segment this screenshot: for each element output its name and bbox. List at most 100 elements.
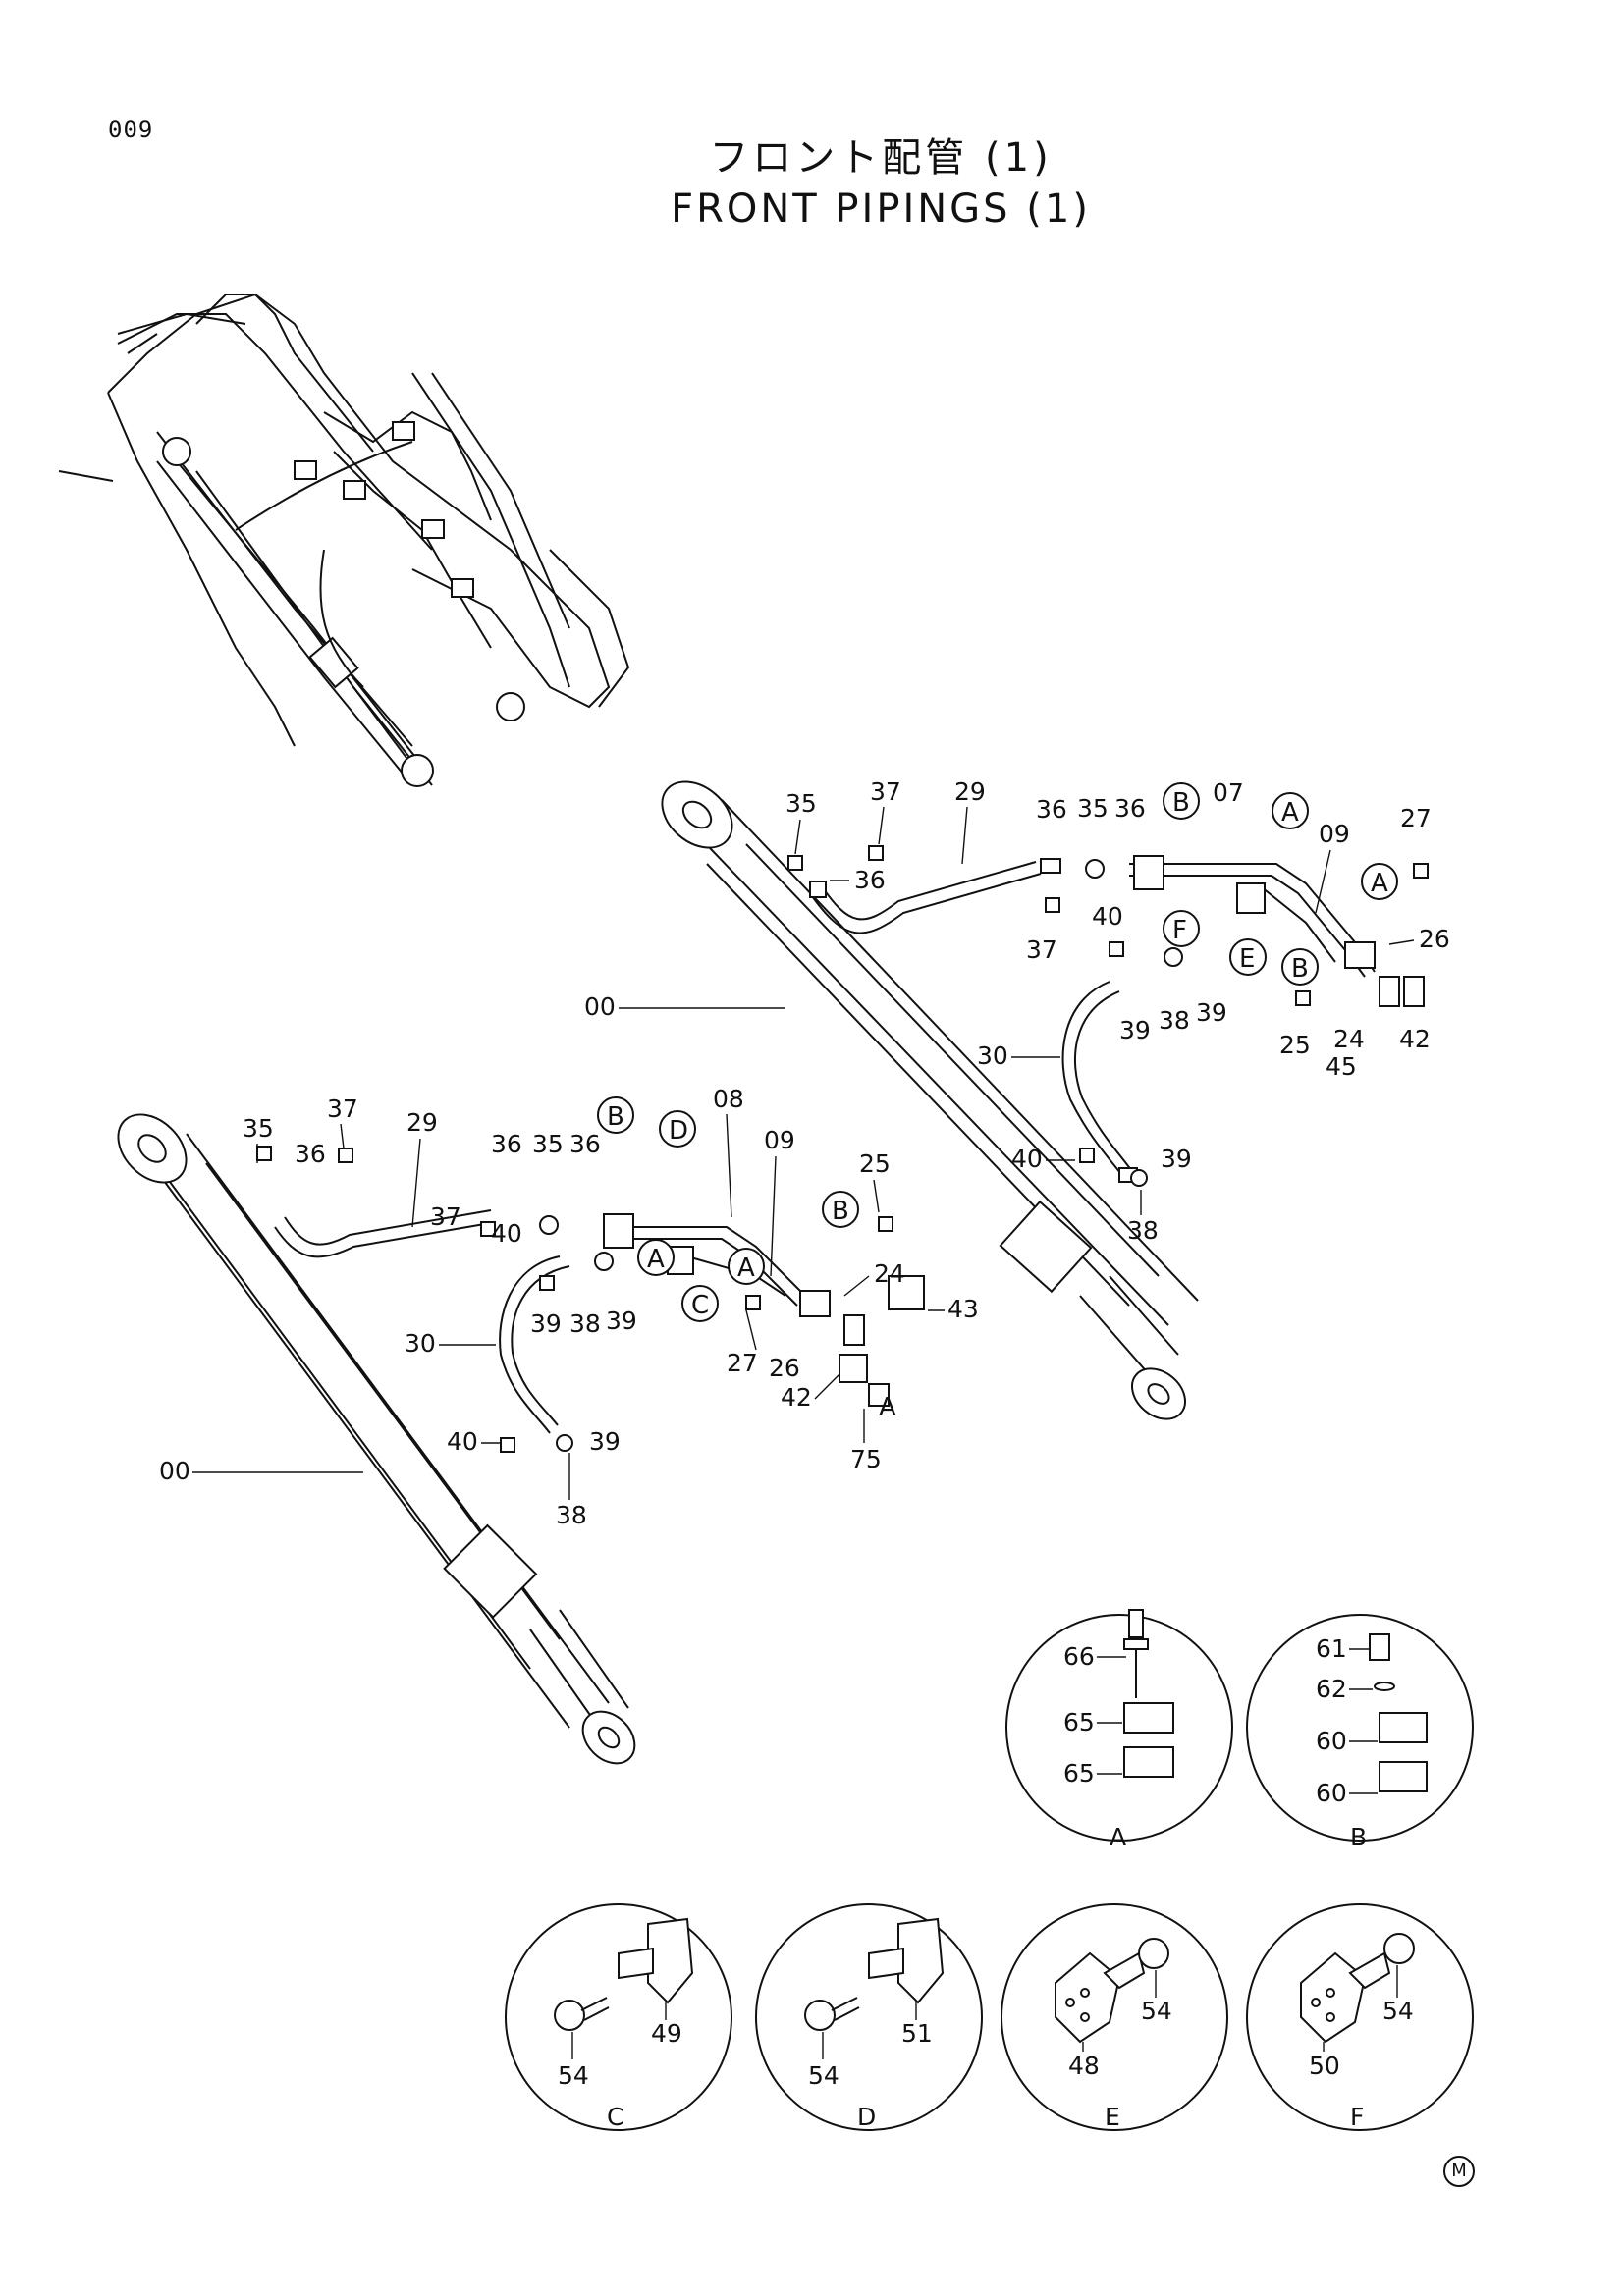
callout: 54 [808,2061,839,2090]
reference-bubbles: B F A E A B B D B A A C A [597,782,1398,1422]
callout: 66 [1063,1642,1095,1671]
callout: 00 [584,992,616,1021]
detail-view-d: 54 51 D [755,1903,983,2131]
callout: 37 [1026,935,1057,964]
callout: 24 [1333,1025,1365,1053]
callout: 36 [295,1140,326,1168]
callout: 39 [1161,1145,1192,1173]
callout: 38 [1159,1006,1190,1035]
callout: 07 [1213,778,1244,807]
callout: 40 [1092,902,1123,931]
callout: 25 [1279,1031,1311,1059]
svg-text:B: B [832,1197,849,1226]
svg-text:D: D [669,1116,688,1146]
svg-text:B: B [1291,954,1309,984]
callout: 48 [1068,2052,1100,2080]
copyright-mark: M [1443,2156,1475,2187]
page-number: 009 [108,116,154,143]
callout: 37 [430,1202,461,1231]
callout: 45 [1326,1052,1357,1081]
callout: 39 [589,1427,621,1456]
callout: 38 [1127,1216,1159,1245]
callout: 35 [532,1130,564,1158]
callout: 40 [447,1427,478,1456]
callout: 26 [769,1354,800,1382]
callout: 40 [1011,1145,1043,1173]
detail-letter: C [607,2103,623,2131]
reference-bubble-b: B [1163,782,1200,820]
callout: 40 [491,1219,522,1248]
callout: 39 [1119,1016,1151,1044]
detail-view-c: 54 49 C [505,1903,732,2131]
lower-callouts: 35 37 29 36 35 36 08 09 36 37 40 25 24 0… [159,1085,979,1529]
callout: 08 [713,1085,744,1113]
callout: 09 [1319,820,1350,848]
callout: 36 [1036,795,1067,824]
callout: 38 [569,1309,601,1338]
svg-text:E: E [1239,944,1255,974]
reference-bubble-b: B [597,1096,634,1134]
callout: 42 [781,1383,812,1412]
reference-bubble-a: A [1361,863,1398,900]
svg-text:A: A [647,1245,665,1274]
svg-text:F: F [1172,916,1187,945]
callout: 39 [530,1309,562,1338]
svg-text:C: C [691,1291,709,1320]
callout: 36 [569,1130,601,1158]
callout: 38 [556,1501,587,1529]
svg-text:A: A [1281,798,1299,828]
svg-text:A: A [1371,869,1388,898]
callout: 37 [870,777,901,806]
detail-view-f: 54 50 F [1246,1903,1474,2131]
callout: 29 [954,777,986,806]
svg-text:B: B [1172,788,1190,818]
callout: 62 [1316,1675,1347,1703]
callout: 39 [606,1307,637,1335]
detail-view-b: 61 62 60 60 B [1246,1614,1474,1851]
lower-cylinder-assembly [117,1113,925,1765]
callout: 00 [159,1457,190,1485]
callout: 24 [874,1259,905,1288]
reference-bubble-f: F [1163,910,1200,947]
callout: 54 [1382,1997,1414,2025]
callout: 36 [1114,794,1146,823]
reference-bubble-b: B [1281,948,1319,986]
callout: 35 [785,789,817,818]
callout: 30 [977,1041,1008,1070]
callout: 65 [1063,1708,1095,1736]
detail-letter: E [1105,2103,1120,2131]
reference-bubble-a: A [637,1239,675,1276]
callout: 60 [1316,1779,1347,1807]
callout: 49 [651,2019,682,2048]
reference-label-a: A [879,1393,896,1422]
detail-letter: A [1110,1823,1126,1851]
callout: 36 [854,866,886,894]
svg-text:B: B [607,1102,624,1132]
callout: 35 [243,1114,274,1143]
callout: 27 [1400,804,1432,832]
callout: 27 [727,1349,758,1377]
detail-letter: B [1350,1823,1367,1851]
callout: 36 [491,1130,522,1158]
callout: 61 [1316,1634,1347,1663]
callout: 39 [1196,998,1227,1027]
reference-bubble-e: E [1229,938,1267,976]
callout: 65 [1063,1759,1095,1788]
reference-bubble-a: A [1272,792,1309,829]
callout: 35 [1077,794,1109,823]
callout: 50 [1309,2052,1340,2080]
callout: 26 [1419,925,1450,953]
reference-bubble-a: A [728,1248,765,1285]
callout: 25 [859,1149,891,1178]
reference-bubble-d: D [659,1110,696,1148]
machine-overview-sketch [58,293,630,787]
callout: 54 [1141,1997,1172,2025]
callout: 75 [850,1445,882,1473]
detail-view-e: 54 48 E [1001,1903,1228,2131]
callout: 60 [1316,1727,1347,1755]
callout: 43 [947,1295,979,1323]
reference-bubble-b: B [822,1191,859,1228]
callout: 37 [327,1095,358,1123]
title-japanese: フロント配管 (1) [709,135,1053,181]
